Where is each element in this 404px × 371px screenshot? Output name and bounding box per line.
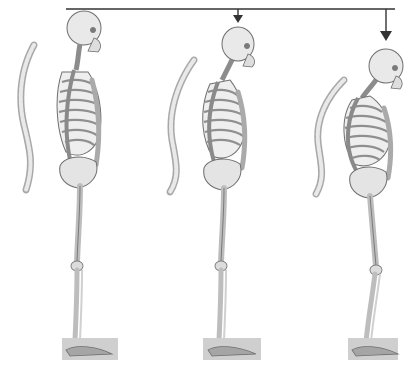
skeleton-figure xyxy=(170,27,261,360)
skeleton-figure xyxy=(316,49,403,360)
spine-column xyxy=(21,45,34,190)
skeleton-figure xyxy=(21,11,118,360)
spine-column xyxy=(316,80,344,194)
spine-column xyxy=(170,60,194,192)
arrow-down-icon xyxy=(233,9,243,23)
arrow-down-icon xyxy=(380,9,392,41)
